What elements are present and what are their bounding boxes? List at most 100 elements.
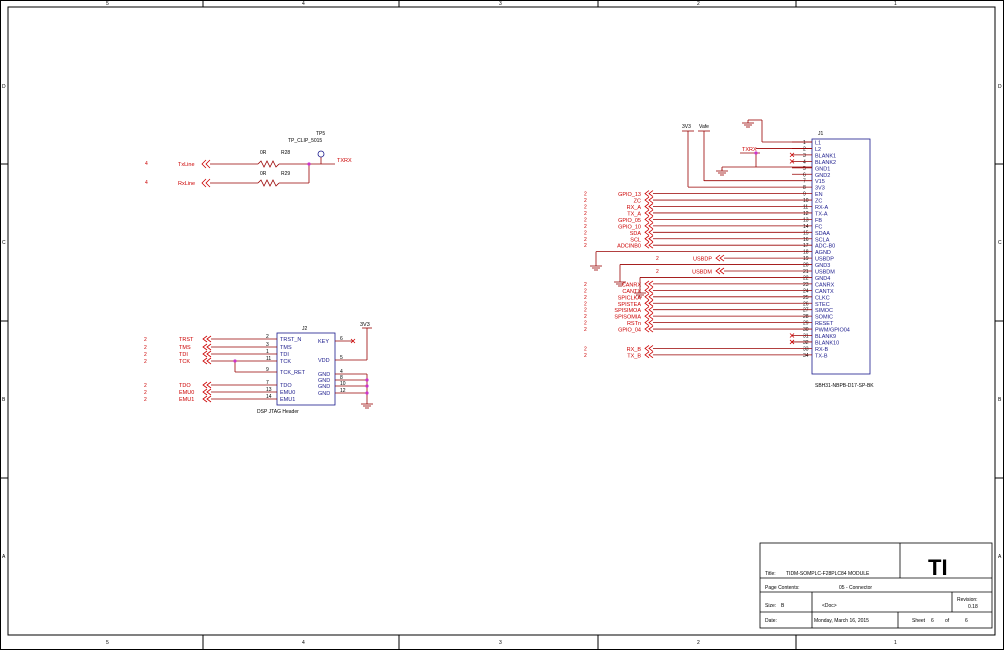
j1-net-label: USBDM — [692, 270, 712, 276]
net-arrow-icon — [644, 351, 654, 359]
net-arrow-icon — [644, 203, 654, 210]
j2-ref: J2 — [302, 326, 308, 332]
net-arrow-icon — [202, 350, 212, 358]
j1-supply-vafe: Vafe — [699, 124, 709, 130]
no-connect-icon — [789, 339, 795, 345]
j1-pin-name: SDAA — [815, 231, 830, 237]
j1-pin-number: 23 — [803, 282, 809, 288]
j2-sheet-ref: 2 — [144, 345, 147, 351]
j1-sheet-ref: 2 — [584, 243, 587, 249]
j2-pin-name: TDI — [280, 352, 289, 358]
j1-pin-number: 4 — [803, 159, 806, 165]
j2-pin-name: VDD — [318, 358, 330, 364]
j1-net-label: RX_A — [627, 205, 642, 211]
j1-sheet-ref: 2 — [584, 295, 587, 301]
j2-pin-name: TRST_N — [280, 337, 301, 343]
j1-sheet-ref: 2 — [584, 288, 587, 294]
j1-net-label: USBDP — [693, 257, 712, 263]
net-arrow-icon — [644, 312, 654, 320]
j1-pin-name: PWM/GPIO04 — [815, 328, 850, 334]
size-label: Size: — [765, 603, 776, 609]
j2-pin-name: GND — [318, 391, 330, 397]
j1-pin-name: SIMOC — [815, 308, 833, 314]
j2-net-label: EMU1 — [179, 397, 194, 403]
j1-pin-number: 9 — [803, 192, 806, 198]
j2-pin-name: GND — [318, 372, 330, 378]
col-label: 2 — [697, 1, 700, 7]
j1-pin-name: FC — [815, 224, 822, 230]
net-arrow-icon — [644, 222, 654, 230]
j1-pin-name: TX-A — [815, 211, 828, 217]
net-arrow-icon — [644, 228, 654, 236]
j2-pin-number: 6 — [340, 336, 343, 342]
net-arrow-icon — [644, 209, 654, 217]
j1-pin-name: ZC — [815, 199, 822, 205]
j1-pin-name: RX-A — [815, 205, 828, 211]
title-value: TIDM-SOMPLC-F28PLC84 MODULE — [786, 571, 870, 577]
j1-pin-name: GND1 — [815, 166, 830, 172]
tp5-part: TP_CLIP_5015 — [288, 138, 322, 144]
j1-net-label: RSTn — [627, 321, 641, 327]
j2-body — [276, 332, 336, 406]
col-label: 4 — [302, 1, 305, 7]
row-label: B — [2, 397, 6, 403]
j2-net-label: TMS — [179, 345, 191, 351]
r28-ref: R28 — [281, 150, 290, 156]
row-label: C — [2, 240, 6, 246]
net-arrow-icon — [644, 190, 654, 197]
j2-sheet-ref: 2 — [144, 359, 147, 365]
no-connect-icon — [350, 338, 356, 344]
j2-pin-number: 12 — [340, 388, 346, 394]
j1-net-label: GPIO_05 — [618, 218, 641, 224]
revision-value: 0.18 — [968, 604, 978, 610]
j1-net-label: GPIO_13 — [618, 192, 641, 198]
j1-pin-name: V15 — [815, 179, 825, 185]
j1-pin-name: RESET — [815, 321, 834, 327]
j1-pin-number: 28 — [803, 314, 809, 320]
doc-value: <Doc> — [822, 603, 837, 609]
net-txline: TxLine — [178, 162, 195, 168]
j1-pin-number: 16 — [803, 237, 809, 243]
j1-sheet-ref: 2 — [584, 353, 587, 359]
j2-pin-name: KEY — [318, 339, 329, 345]
j1-pin-name: L1 — [815, 141, 821, 147]
j2-pin-name: TDO — [280, 383, 292, 389]
j2-pin-number: 10 — [340, 381, 346, 387]
j2-net-label: TRST — [179, 337, 194, 343]
j1-pin-name: STEC — [815, 302, 830, 308]
row-label: A — [2, 554, 6, 560]
r29-ref: R29 — [281, 171, 290, 177]
j1-pin-name: SOMIC — [815, 315, 833, 321]
j1-pin-number: 33 — [803, 346, 809, 352]
j1-net-label: SPISTEA — [618, 302, 642, 308]
j1-pin-name: BLANK1 — [815, 153, 836, 159]
net-arrow-icon — [644, 299, 654, 307]
j1-pin-number: 19 — [803, 256, 809, 262]
j1-pin-name: BLANK10 — [815, 340, 839, 346]
j1-pin-number: 15 — [803, 230, 809, 236]
no-connect-icon — [789, 152, 795, 158]
ground-icon — [590, 254, 646, 298]
row-label: A — [998, 554, 1002, 560]
j1-pin-number: 10 — [803, 198, 809, 204]
j2-pin-number: 5 — [340, 355, 343, 361]
col-label: 5 — [106, 1, 109, 7]
no-connect-icon — [789, 333, 795, 338]
j2-net-label: TDI — [179, 352, 188, 358]
j1-pin-name: GND4 — [815, 276, 830, 282]
j1-pin-number: 11 — [803, 205, 808, 211]
j2-supply: 3V3 — [360, 322, 370, 328]
j1-pin-name: FB — [815, 218, 822, 224]
j2-name: DSP JTAG Header — [257, 409, 299, 415]
j1-net-label: GPIO_10 — [618, 224, 641, 230]
j1-pin-name: EN — [815, 192, 823, 198]
j1-net-label: SCL — [630, 237, 641, 243]
net-arrow-icon — [715, 254, 725, 262]
j2-net-label: TDO — [179, 383, 191, 389]
j2-pin-name: GND — [318, 378, 330, 384]
col-label: 1 — [894, 640, 897, 646]
junction-dot — [233, 359, 237, 363]
ground-icon — [361, 403, 373, 409]
